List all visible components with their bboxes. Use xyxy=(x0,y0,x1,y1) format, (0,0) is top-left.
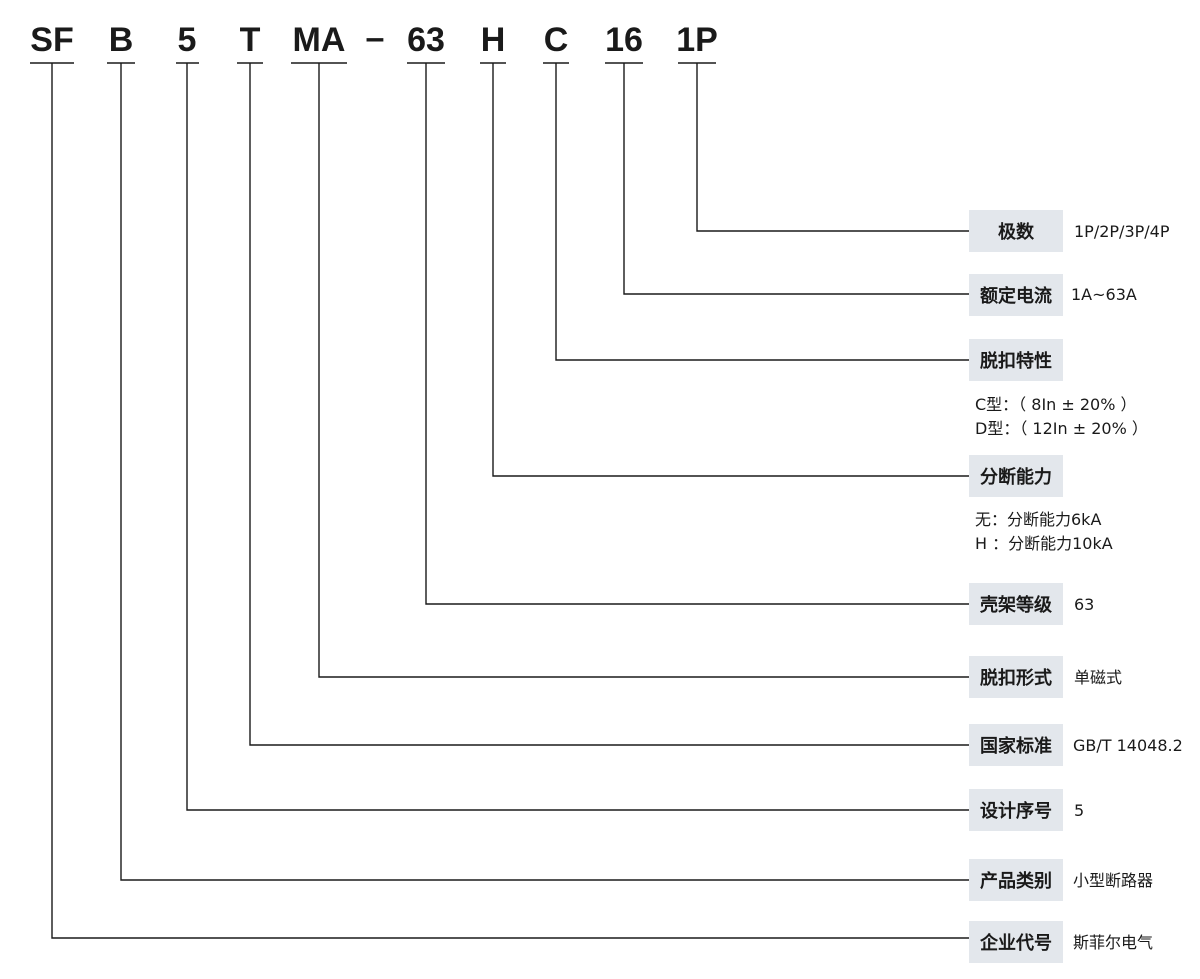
code-segment-1p: 1P xyxy=(676,21,718,59)
field-value: 无：分断能力6kA xyxy=(975,510,1101,529)
connector-5 xyxy=(186,63,970,811)
field-value: 5 xyxy=(1074,801,1084,820)
code-segment-h: H xyxy=(481,21,506,59)
field-product-category: 产品类别 小型断路器 xyxy=(969,859,1153,901)
connector-ma xyxy=(318,63,970,678)
field-rated-current: 额定电流 1A~63A xyxy=(969,274,1137,316)
connector-sf xyxy=(51,63,970,939)
field-value: H ：分断能力10kA xyxy=(975,534,1113,553)
field-label: 极数 xyxy=(998,221,1035,243)
connector-lines xyxy=(51,63,970,939)
field-design-number: 设计序号 5 xyxy=(969,789,1084,831)
code-segment-ma: MA xyxy=(293,21,346,59)
field-value: 1A~63A xyxy=(1071,285,1137,304)
field-breaking-capacity: 分断能力 无：分断能力6kA H ：分断能力10kA xyxy=(969,455,1113,553)
field-label: 脱扣特性 xyxy=(980,350,1052,372)
field-label: 国家标准 xyxy=(980,735,1052,757)
connector-h xyxy=(492,63,970,477)
label-box xyxy=(969,656,1063,698)
field-frame-rating: 壳架等级 63 xyxy=(969,583,1094,625)
field-label: 设计序号 xyxy=(980,800,1052,822)
label-box xyxy=(969,455,1063,497)
field-value: GB/T 14048.2 xyxy=(1073,736,1183,755)
field-value: 1P/2P/3P/4P xyxy=(1074,222,1170,241)
field-value: D型：（ 12In ± 20% ） xyxy=(975,419,1148,438)
connector-c xyxy=(555,63,970,361)
code-segment-16: 16 xyxy=(605,21,643,59)
model-code: SF B 5 T MA – 63 H C 16 1P xyxy=(30,19,718,59)
label-box xyxy=(969,859,1063,901)
field-poles: 极数 1P/2P/3P/4P xyxy=(969,210,1170,252)
code-separator: – xyxy=(366,19,385,57)
code-segment-sf: SF xyxy=(30,21,73,59)
field-trip-type: 脱扣形式 单磁式 xyxy=(969,656,1122,698)
field-value: 小型断路器 xyxy=(1073,871,1153,890)
field-value: 单磁式 xyxy=(1074,668,1122,687)
connector-16 xyxy=(623,63,970,295)
code-segment-c: C xyxy=(544,21,569,59)
connector-t xyxy=(249,63,970,746)
field-label: 额定电流 xyxy=(980,285,1052,307)
code-segment-5: 5 xyxy=(178,21,197,59)
label-box xyxy=(969,274,1063,316)
field-label: 壳架等级 xyxy=(979,594,1053,616)
field-value: C型：（ 8In ± 20% ） xyxy=(975,395,1137,414)
label-box xyxy=(969,724,1063,766)
field-company-code: 企业代号 斯菲尔电气 xyxy=(969,921,1153,963)
field-label: 企业代号 xyxy=(979,932,1052,954)
label-box xyxy=(969,339,1063,381)
label-box xyxy=(969,789,1063,831)
label-box xyxy=(969,583,1063,625)
field-national-standard: 国家标准 GB/T 14048.2 xyxy=(969,724,1183,766)
code-segment-t: T xyxy=(240,21,261,59)
field-label: 脱扣形式 xyxy=(980,667,1052,689)
label-box xyxy=(969,210,1063,252)
label-box xyxy=(969,921,1063,963)
connector-b xyxy=(120,63,970,881)
field-value: 63 xyxy=(1074,595,1094,614)
field-label: 分断能力 xyxy=(980,466,1052,488)
connector-1p xyxy=(696,63,970,232)
code-segment-63: 63 xyxy=(407,21,445,59)
field-label: 产品类别 xyxy=(980,870,1052,892)
field-value: 斯菲尔电气 xyxy=(1073,933,1153,952)
code-segment-b: B xyxy=(109,21,134,59)
connector-63 xyxy=(425,63,970,605)
field-trip-characteristic: 脱扣特性 C型：（ 8In ± 20% ） D型：（ 12In ± 20% ） xyxy=(969,339,1148,438)
